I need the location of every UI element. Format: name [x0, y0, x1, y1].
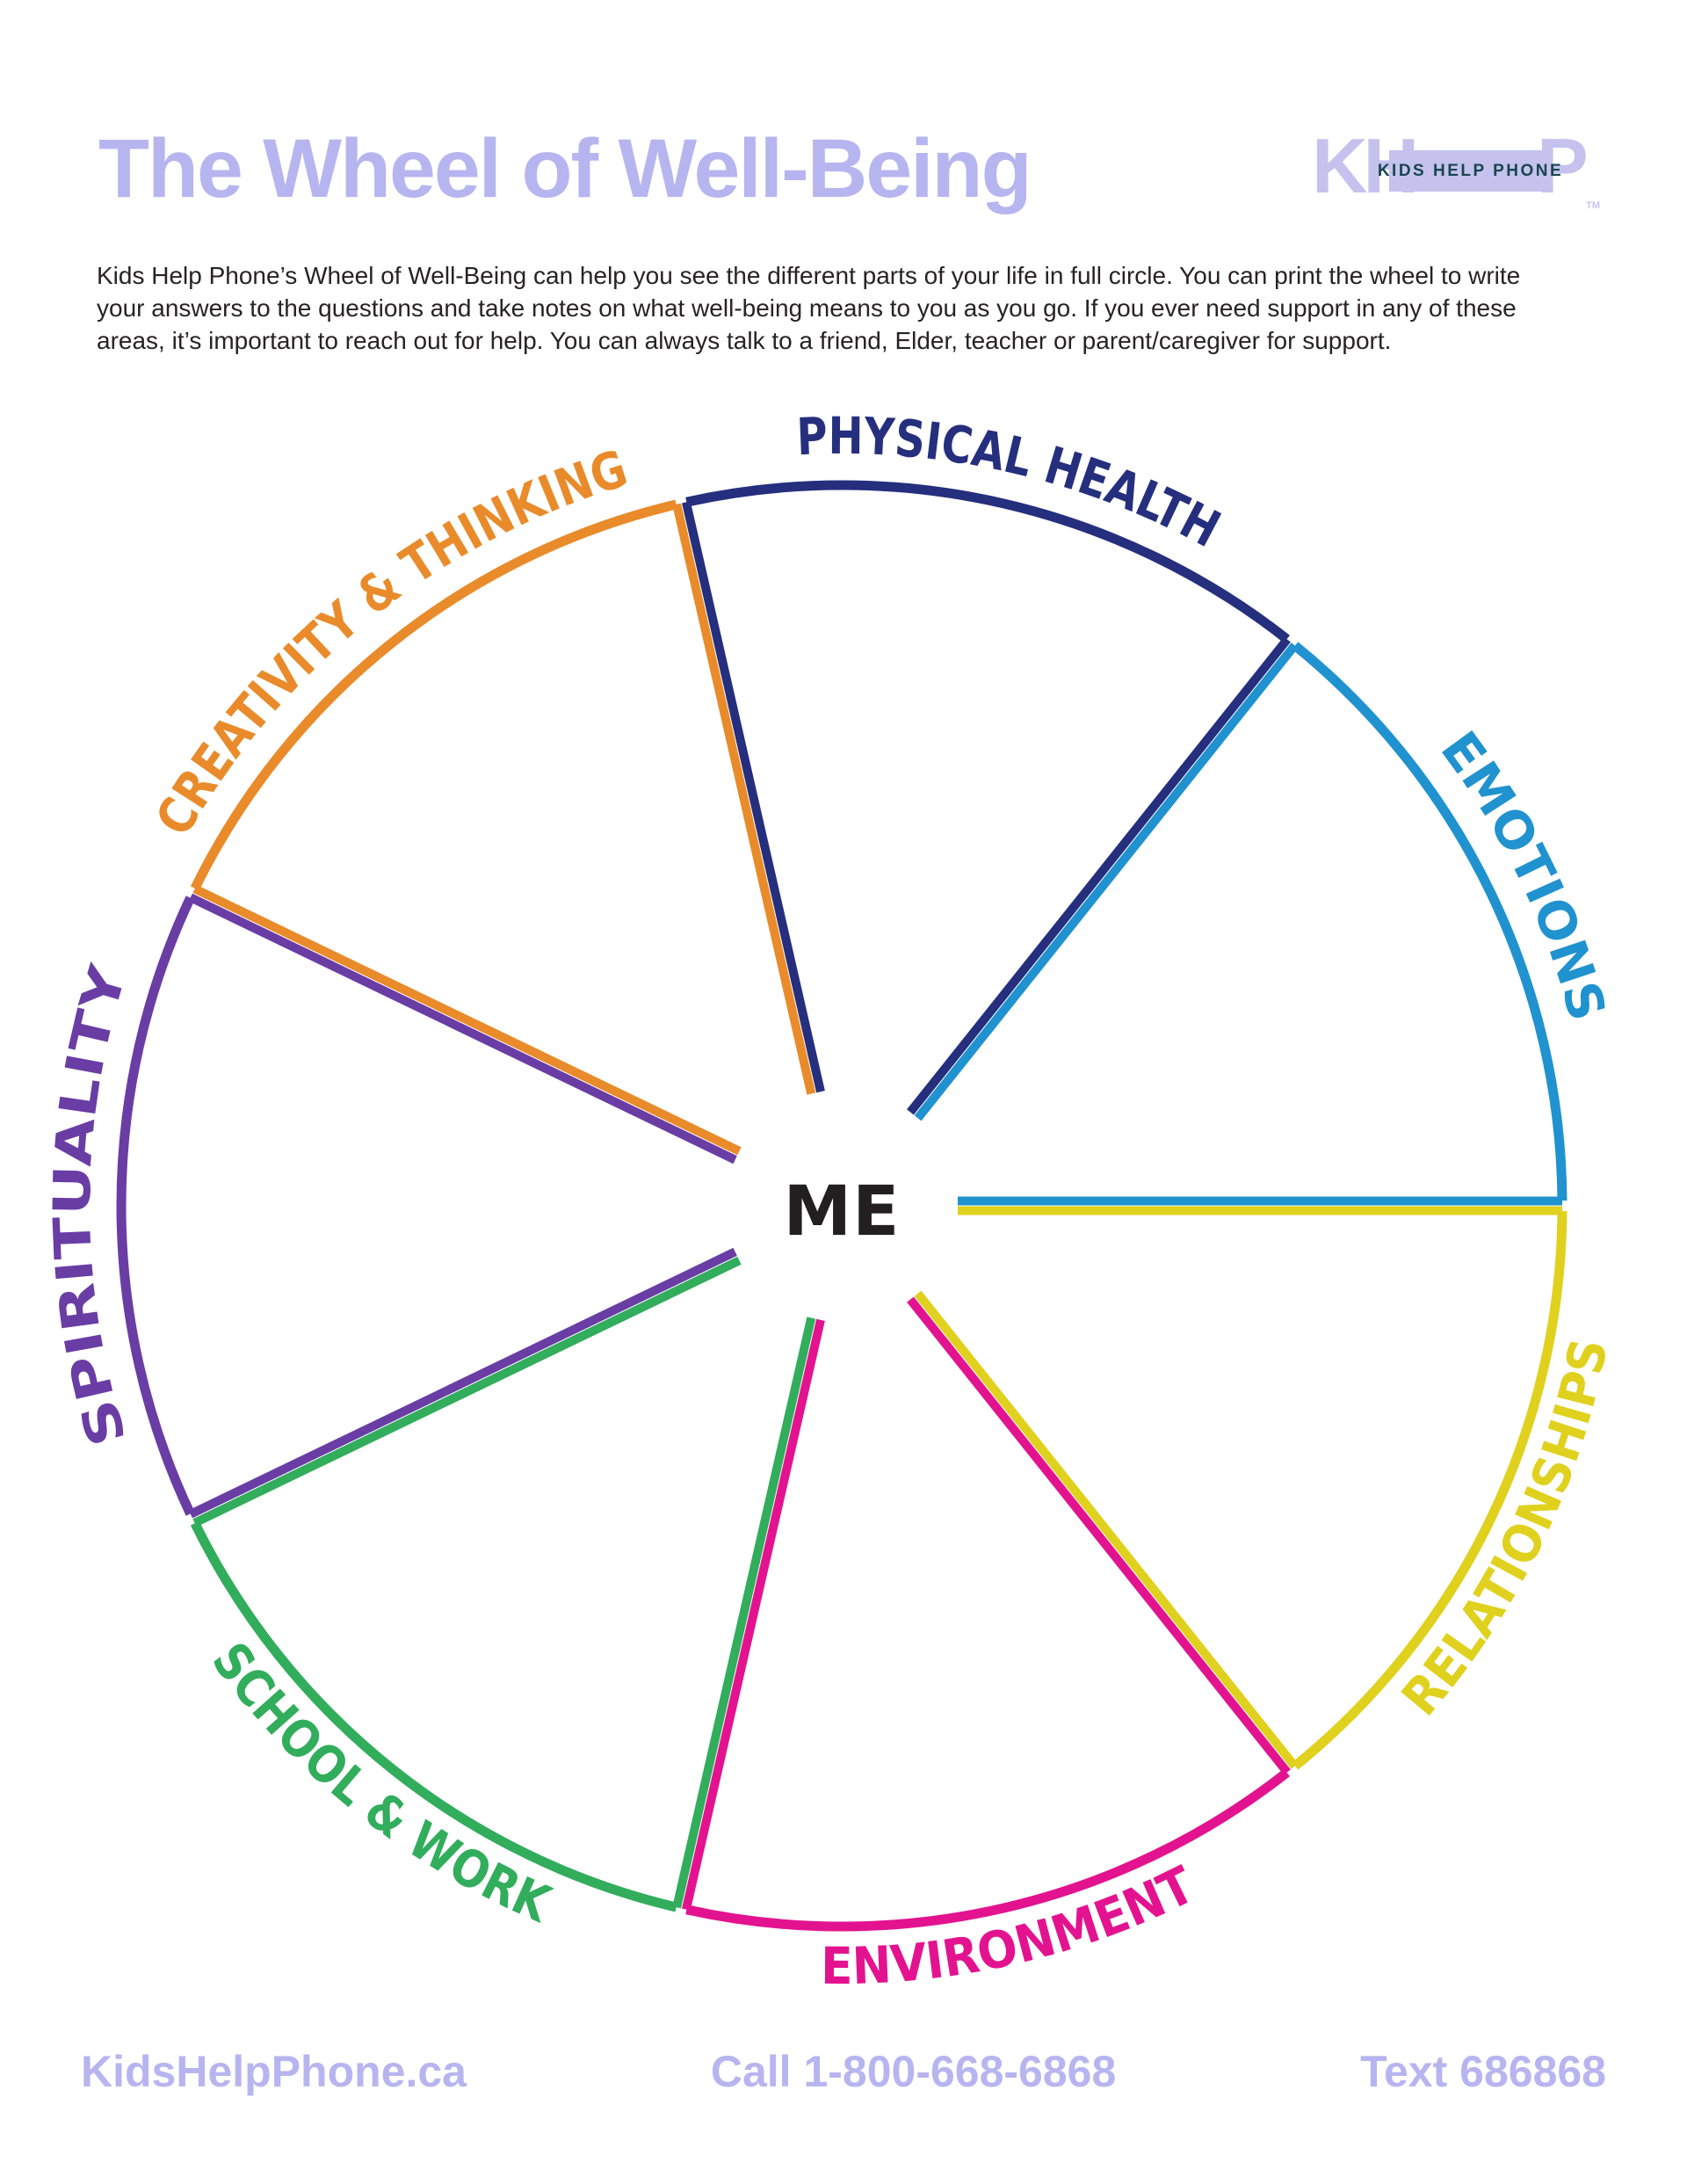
kids-help-phone-logo: KH P KIDS HELP PHONE TM [1312, 127, 1600, 212]
footer-call-number: Call 1-800-668-6868 [710, 2047, 1117, 2096]
wheel-section-label-relationships: RELATIONSHIPS [1390, 1334, 1619, 1727]
footer-text-number: Text 686868 [1360, 2047, 1606, 2096]
wheel-spoke-school-work [192, 1256, 742, 1527]
wheel-arc-physical-health [685, 480, 1290, 643]
wheel-spoke-relationships [914, 1290, 1299, 1769]
footer: KidsHelpPhone.ca Call 1-800-668-6868 Tex… [0, 2046, 1687, 2097]
logo-trademark: TM [1586, 200, 1600, 211]
wheel-spoke-school-work [672, 1317, 816, 1909]
wheel-section-label-school-work: SCHOOL & WORK [200, 1631, 560, 1934]
wheel-spoke-spirituality [188, 1247, 737, 1519]
logo-bar: KIDS HELP PHONE [1378, 150, 1561, 192]
page-title: The Wheel of Well-Being [98, 122, 1032, 215]
wheel-spoke-emotions [914, 642, 1299, 1121]
wheel-spoke-environment [682, 1318, 825, 1911]
wheel-spoke-environment [907, 1296, 1291, 1775]
wheel-arc-creativity-thinking [190, 499, 677, 891]
wheel-spoke-creativity-thinking [192, 884, 742, 1156]
wheel-spoke-physical-health [682, 501, 825, 1093]
wheel-spoke-creativity-thinking [672, 503, 816, 1095]
wheel-arc-environment [685, 1768, 1290, 1932]
intro-paragraph: Kids Help Phone’s Wheel of Well-Being ca… [97, 262, 1521, 354]
wheel-arc-relationships [1292, 1210, 1568, 1770]
wheel-arc-spirituality [116, 896, 195, 1516]
wheel-spoke-spirituality [188, 893, 737, 1165]
logo-bar-text: KIDS HELP PHONE [1377, 161, 1564, 180]
wheel-arc-emotions [1292, 642, 1568, 1201]
wheel-spoke-physical-health [907, 636, 1291, 1115]
wheel-center-label: ME [784, 1172, 901, 1252]
footer-website: KidsHelpPhone.ca [81, 2047, 467, 2096]
wheel-arc-school-work [190, 1520, 677, 1912]
